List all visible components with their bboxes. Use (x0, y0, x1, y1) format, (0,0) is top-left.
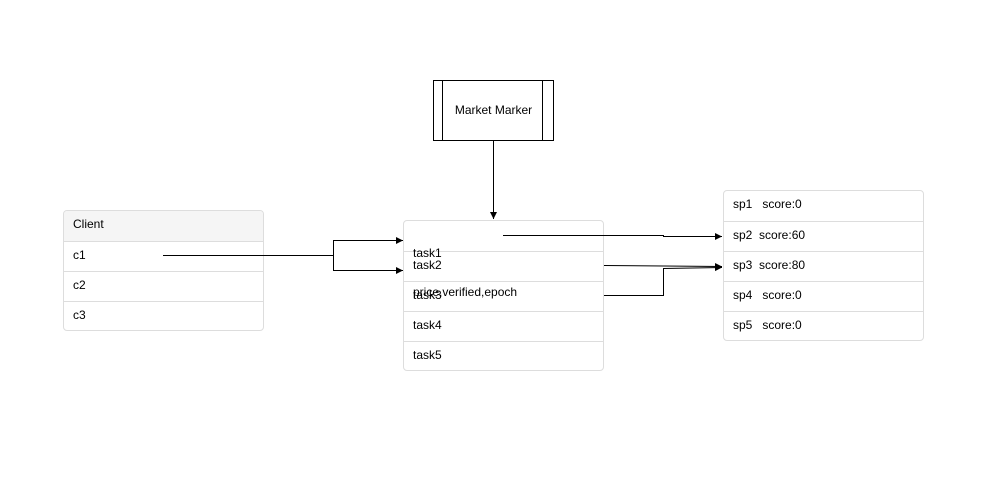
task-item-task2[interactable]: task2 (404, 251, 603, 281)
task1-name: task1 (413, 246, 442, 260)
client-list-header: Client (64, 211, 263, 241)
market-maker-label: Market Marker (454, 103, 533, 117)
task-item-task3[interactable]: task3 (404, 281, 603, 311)
provider-item-sp3[interactable]: sp3 score:80 (724, 251, 923, 281)
client-item-c1[interactable]: c1 (64, 241, 263, 271)
task-list[interactable]: task1 price,verified,epoch task2 task3 t… (403, 220, 604, 371)
provider-list[interactable]: sp1 score:0 sp2 score:60 sp3 score:80 sp… (723, 190, 924, 341)
client-list[interactable]: Client c1 c2 c3 (63, 210, 264, 331)
task-item-task1[interactable]: task1 price,verified,epoch (404, 221, 603, 299)
process-right-bar (542, 81, 543, 140)
market-maker-box[interactable]: Market Marker (433, 80, 554, 141)
task-item-task5[interactable]: task5 (404, 341, 603, 370)
client-item-c3[interactable]: c3 (64, 301, 263, 330)
task1-detail: price,verified,epoch (413, 285, 518, 299)
client-item-c2[interactable]: c2 (64, 271, 263, 301)
process-left-bar (442, 81, 443, 140)
provider-item-sp2[interactable]: sp2 score:60 (724, 221, 923, 251)
edge-task2-to-sp3 (603, 262, 723, 270)
provider-item-sp1[interactable]: sp1 score:0 (733, 197, 802, 211)
provider-item-sp5[interactable]: sp5 score:0 (724, 311, 923, 340)
edge-task3-to-sp3 (604, 264, 723, 296)
edge-c1-to-task2 (333, 255, 403, 274)
provider-item-sp4[interactable]: sp4 score:0 (724, 281, 923, 311)
task-item-task4[interactable]: task4 (404, 311, 603, 341)
